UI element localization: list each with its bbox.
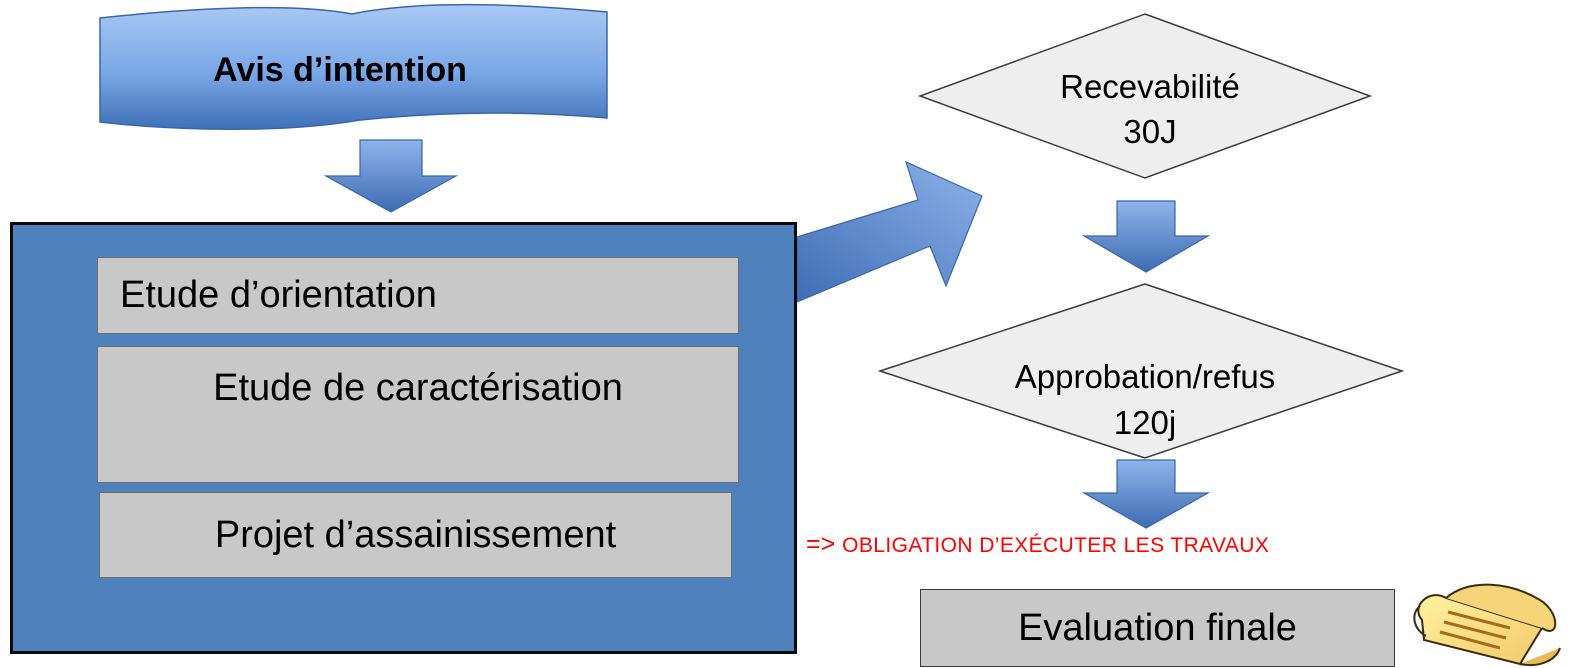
obligation-note: => OBLIGATION D’EXÉCUTER LES TRAVAUX xyxy=(806,530,1269,559)
recevabilite-title: Recevabilité xyxy=(1060,68,1240,106)
final-evaluation-box: Evaluation finale xyxy=(920,589,1395,667)
banner-label: Avis d’intention xyxy=(213,50,467,89)
final-evaluation-label: Evaluation finale xyxy=(1018,606,1297,649)
study-label-assainissement: Projet d’assainissement xyxy=(214,513,617,556)
study-box-caracterisation: Etude de caractérisation xyxy=(97,346,739,483)
arrow-down-steps xyxy=(1081,200,1211,273)
study-box-orientation: Etude d’orientation xyxy=(97,257,739,334)
scroll-icon xyxy=(1413,583,1561,666)
obligation-text: OBLIGATION D’EXÉCUTER LES TRAVAUX xyxy=(842,534,1270,557)
recevabilite-duration: 30J xyxy=(1123,113,1177,150)
study-box-assainissement: Projet d’assainissement xyxy=(99,492,732,578)
approbation-title: Approbation/refus xyxy=(1014,357,1276,395)
banner-shape xyxy=(99,3,608,131)
approbation-label: Approbation/refus 120j xyxy=(940,340,1350,460)
arrow-down-final xyxy=(1081,459,1211,529)
approbation-duration: 120j xyxy=(1113,404,1177,441)
recevabilite-diamond xyxy=(917,13,1373,179)
obligation-prefix: => xyxy=(806,530,836,558)
arrow-down-banner xyxy=(323,139,459,213)
recevabilite-label: Recevabilité 30J xyxy=(1000,55,1300,165)
study-label-orientation: Etude d’orientation xyxy=(120,274,437,316)
study-label-caracterisation: Etude de caractérisation xyxy=(213,367,623,409)
arrow-to-recevabilite xyxy=(796,160,983,303)
approbation-diamond xyxy=(877,283,1405,459)
